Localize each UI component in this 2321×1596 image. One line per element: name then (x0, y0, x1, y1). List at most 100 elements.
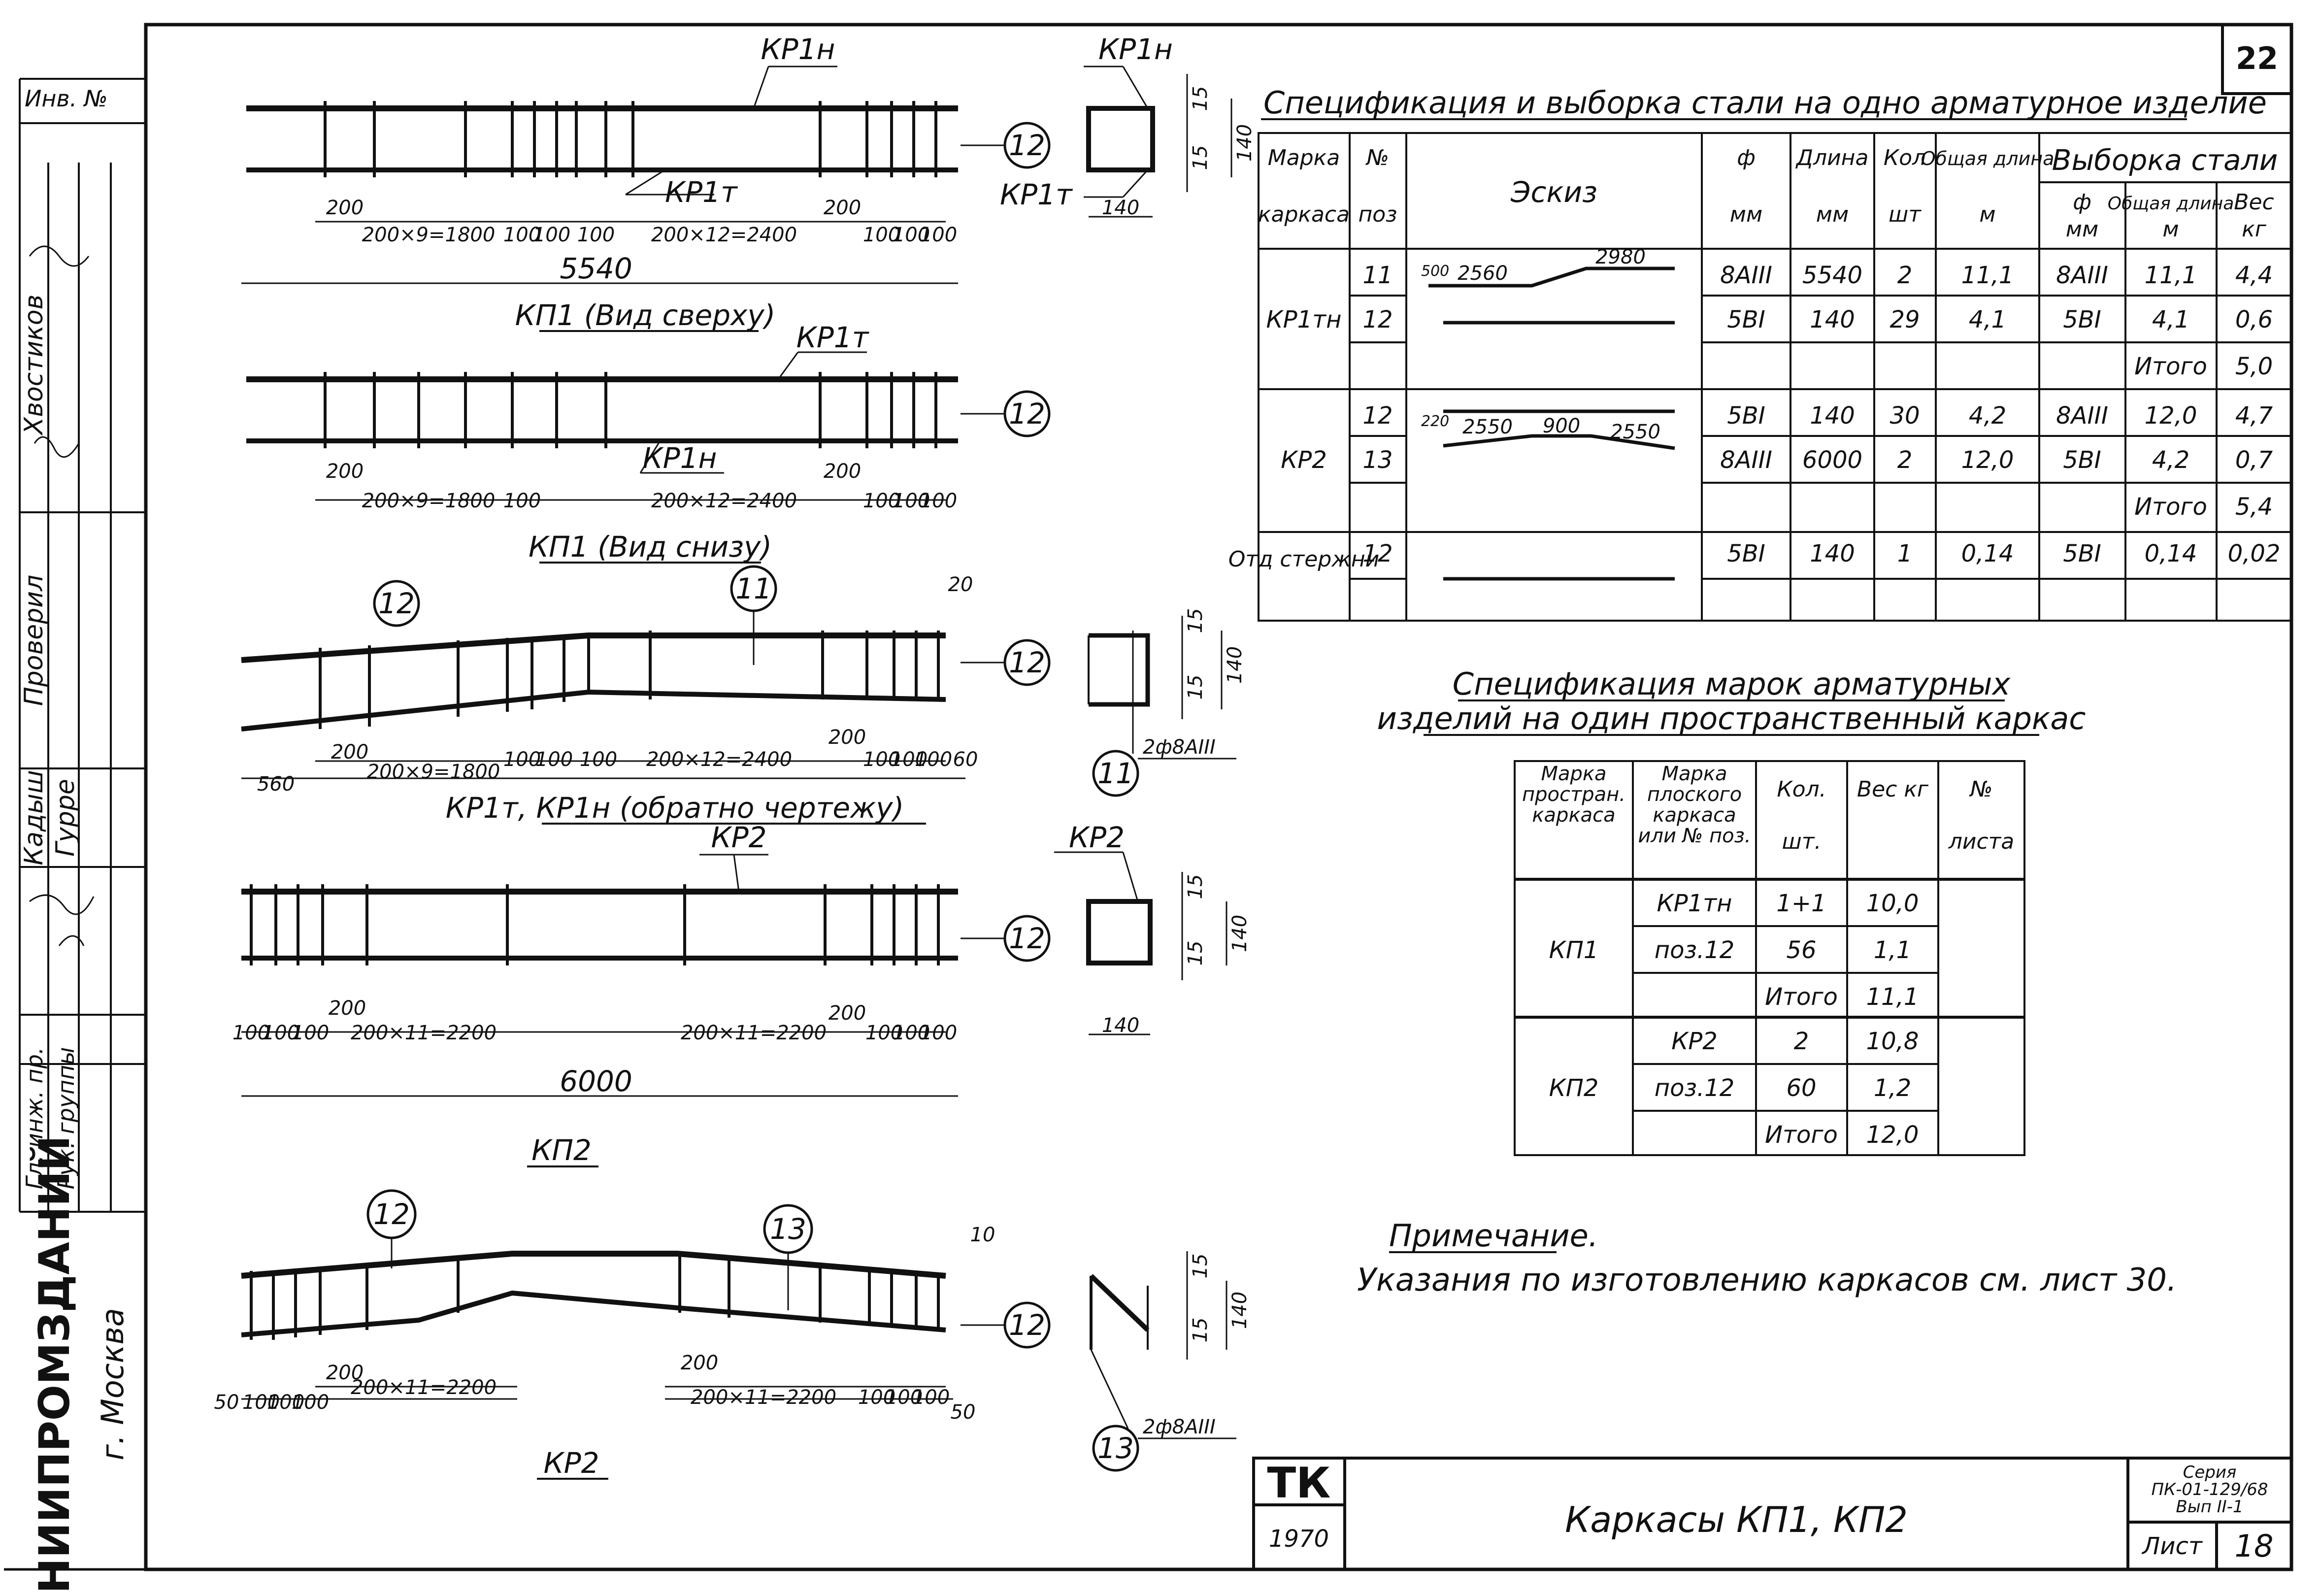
text-drawings-kr1-dims-3: 100 (503, 748, 541, 771)
drawing-line (1514, 760, 2025, 1156)
text-drawings-kp1_top-dims-6: 200 (824, 197, 861, 219)
text-spec_table-headers-len-1: мм (1816, 202, 1849, 227)
text-spec_table-groups-0-rows-0-1: 8АIII (1720, 262, 1772, 289)
text-drawings-kr1-callouts-2: 12 (1009, 646, 1045, 679)
sheet-frame (144, 23, 2293, 1571)
text-drawings-kr1-callouts-3: 11 (1097, 757, 1134, 790)
drawing-line (250, 884, 940, 965)
inv-no-label: Инв. № (25, 85, 108, 112)
signature-name-3: Гурре (51, 779, 80, 857)
text-drawings-kp1_top-labels-3: КР1т (1000, 178, 1073, 211)
text-spec_table-groups-1-rows-0-5: 8АIII (2056, 402, 2108, 430)
spec-group-kr1: КР1тн (1266, 306, 1342, 333)
text-drawings-kr2-dims-14: 15 (1189, 1318, 1212, 1343)
text-spec_table-groups-2-rows-0-3: 1 (1897, 540, 1913, 567)
drawing-kr1: 560 200 200×9=1800 100 100 100 200×12=24… (241, 565, 1246, 825)
text-spec_table-headers-sel_len-1: м (2162, 217, 2179, 242)
text-drawings-kr2-dims-5: 200×11=2200 (351, 1376, 497, 1399)
drawing-line: Вес кг (1857, 777, 1928, 802)
left-strip (19, 78, 146, 1213)
drawing-title-kp2: КП2 (531, 1133, 592, 1167)
drawing-line (241, 632, 946, 663)
text-spec_table-headers-pos-1: поз (1358, 202, 1397, 227)
text-drawings-kp1_top-callouts-0: 12 (1009, 129, 1045, 162)
text-spec_table-groups-1-rows-1-1: 8АIII (1720, 446, 1772, 474)
text-drawings-kp2-dims-12: 15 (1184, 941, 1207, 966)
text-drawings-kr2-dims-8: 100 (858, 1386, 895, 1409)
spec-table: Спецификация и выборка стали на одно арм… (1228, 85, 2292, 622)
drawing-line (241, 66, 958, 284)
text-drawings-kp1_top-labels-2: КР1н (1098, 33, 1173, 66)
text-drawings-kp1_top-dims-13: 140 (1233, 124, 1256, 162)
text-drawings-kr2-callouts-2: 12 (1009, 1308, 1045, 1342)
role-checked: Проверил (19, 575, 49, 706)
drawing-line (1122, 66, 1149, 109)
sheet-number: 22 (2236, 40, 2278, 76)
drawing-line (753, 66, 769, 109)
text-spec_table-groups-0-rows-1-6: 4,1 (2152, 306, 2189, 333)
text-spec_table-headers-mark-0: Марка (1268, 145, 1340, 170)
text-spec_table-headers-qty-0: Кол (1884, 145, 1926, 170)
drawing-line (1443, 434, 1675, 450)
text-spec_table-groups-2-rows-0-7: 0,02 (2228, 540, 2281, 567)
drawing-line (241, 1386, 953, 1400)
text-marks_table-groups-0-rows-2-1: Итого (1765, 983, 1838, 1011)
text-drawings-kp2-dims-3: 200 (329, 997, 366, 1020)
title-block: ТК 1970 Каркасы КП1, КП2 Серия ПК-01-129… (1252, 1457, 2293, 1571)
text-marks_table-groups-1-rows-0-0: КР2 (1671, 1028, 1718, 1055)
text-drawings-kp1_top-dims-8: 100 (893, 224, 930, 246)
text-spec_table-headers-dia-1: мм (1730, 202, 1762, 227)
text-spec_table-groups-1-rows-2-6: Итого (2134, 493, 2207, 521)
drawing-line (1092, 1425, 1139, 1472)
text-spec_table-headers-sel_w-0: Вес (2234, 190, 2274, 215)
text-spec_table-groups-0-rows-1-3: 29 (1890, 306, 1920, 333)
text-spec_table-headers-len-0: Длина (1795, 145, 1869, 170)
text-drawings-kr2-dims-6: 200 (681, 1352, 718, 1374)
text-spec_table-groups-0-rows-1-0: 12 (1362, 306, 1393, 333)
text-spec_table-headers-sel_len-0: Общая длина (2108, 194, 2234, 214)
drawing-line (373, 580, 420, 627)
text-drawings-kr2-callouts-1: 13 (770, 1212, 806, 1246)
text-spec_table-groups-0-rows-0-2: 5540 (1802, 262, 1862, 289)
text-marks_table-groups-0-rows-0-2: 10,0 (1866, 890, 1919, 917)
text-drawings-kr2-dims-1: 100 (242, 1391, 280, 1414)
drawing-kp1-top: КР1н КР1т 200 200×9=1800 100 100 100 200… (241, 33, 1256, 332)
drawing-line (319, 631, 940, 729)
text-drawings-kp1_top-dims-0: 200 (326, 197, 364, 219)
text-drawings-kp1_bottom-dims-3: 200×12=2400 (651, 490, 797, 512)
text-spec_table-groups-0-sketch_dims-2: 2980 (1595, 246, 1646, 268)
text-drawings-kr1-dims-6: 200×12=2400 (646, 748, 792, 771)
text-spec_table-headers-sel_dia-0: ф (2073, 190, 2091, 215)
text-drawings-kr1-dims-15: 140 (1224, 646, 1246, 684)
spec-group-2-rows: 12 5BI 140 30 4,2 8АIII 12,0 4,7 13 8АII… (1362, 402, 2273, 521)
text-spec_table-groups-0-rows-1-4: 4,1 (1969, 306, 2006, 333)
text-drawings-kp1_bottom-callouts-0: 12 (1009, 397, 1045, 431)
text-spec_table-groups-1-sketch_dims-3: 2550 (1610, 421, 1660, 443)
text-marks_table-groups-0-rows-0-1: 1+1 (1776, 890, 1826, 917)
text-drawings-kr1-callouts-1: 11 (735, 572, 772, 605)
text-drawings-kp1_bottom-labels-1: КР1н (643, 441, 717, 475)
marks-hdr-4: № листа (1948, 777, 2015, 854)
text-spec_table-headers-qty-1: шт (1889, 202, 1922, 227)
text-drawings-kp2-dims-2: 100 (292, 1022, 329, 1044)
drawing-line (639, 440, 661, 473)
text-spec_table-groups-2-rows-0-5: 5BI (2063, 540, 2101, 567)
text-drawings-kr2-dims-2: 100 (267, 1391, 304, 1414)
text-drawings-kp1_top-dims-11: 15 (1189, 86, 1212, 111)
text-drawings-kr1-dims-14: 15 (1184, 675, 1207, 700)
text-drawings-kr2-dims-10: 100 (912, 1386, 950, 1409)
text-spec_table-headers-mark-1: каркаса (1258, 202, 1350, 227)
sheet-page-number: 18 (2235, 1528, 2274, 1564)
text-spec_table-groups-1-rows-0-1: 5BI (1727, 402, 1765, 430)
text-drawings-kp2-dims-6: 200 (829, 1002, 866, 1025)
marks-hdr-1: Марка плоского каркаса или № поз. (1638, 764, 1751, 847)
series-label: Серия (2183, 1463, 2237, 1482)
text-drawings-kr2-dims-4: 200 (326, 1362, 364, 1384)
text-drawings-kp2-dims-11: 15 (1184, 874, 1207, 899)
text-spec_table-groups-0-sketch_dims-1: 2560 (1458, 262, 1508, 285)
drawing-line (324, 372, 937, 448)
text-drawings-kp1_top-dims-12: 15 (1189, 145, 1212, 170)
text-drawings-kp2-dims-7: 100 (865, 1022, 903, 1044)
text-drawings-kr1-dims-11: 60 (953, 748, 978, 771)
text-drawings-kr2-dims-11: 50 (951, 1401, 976, 1424)
